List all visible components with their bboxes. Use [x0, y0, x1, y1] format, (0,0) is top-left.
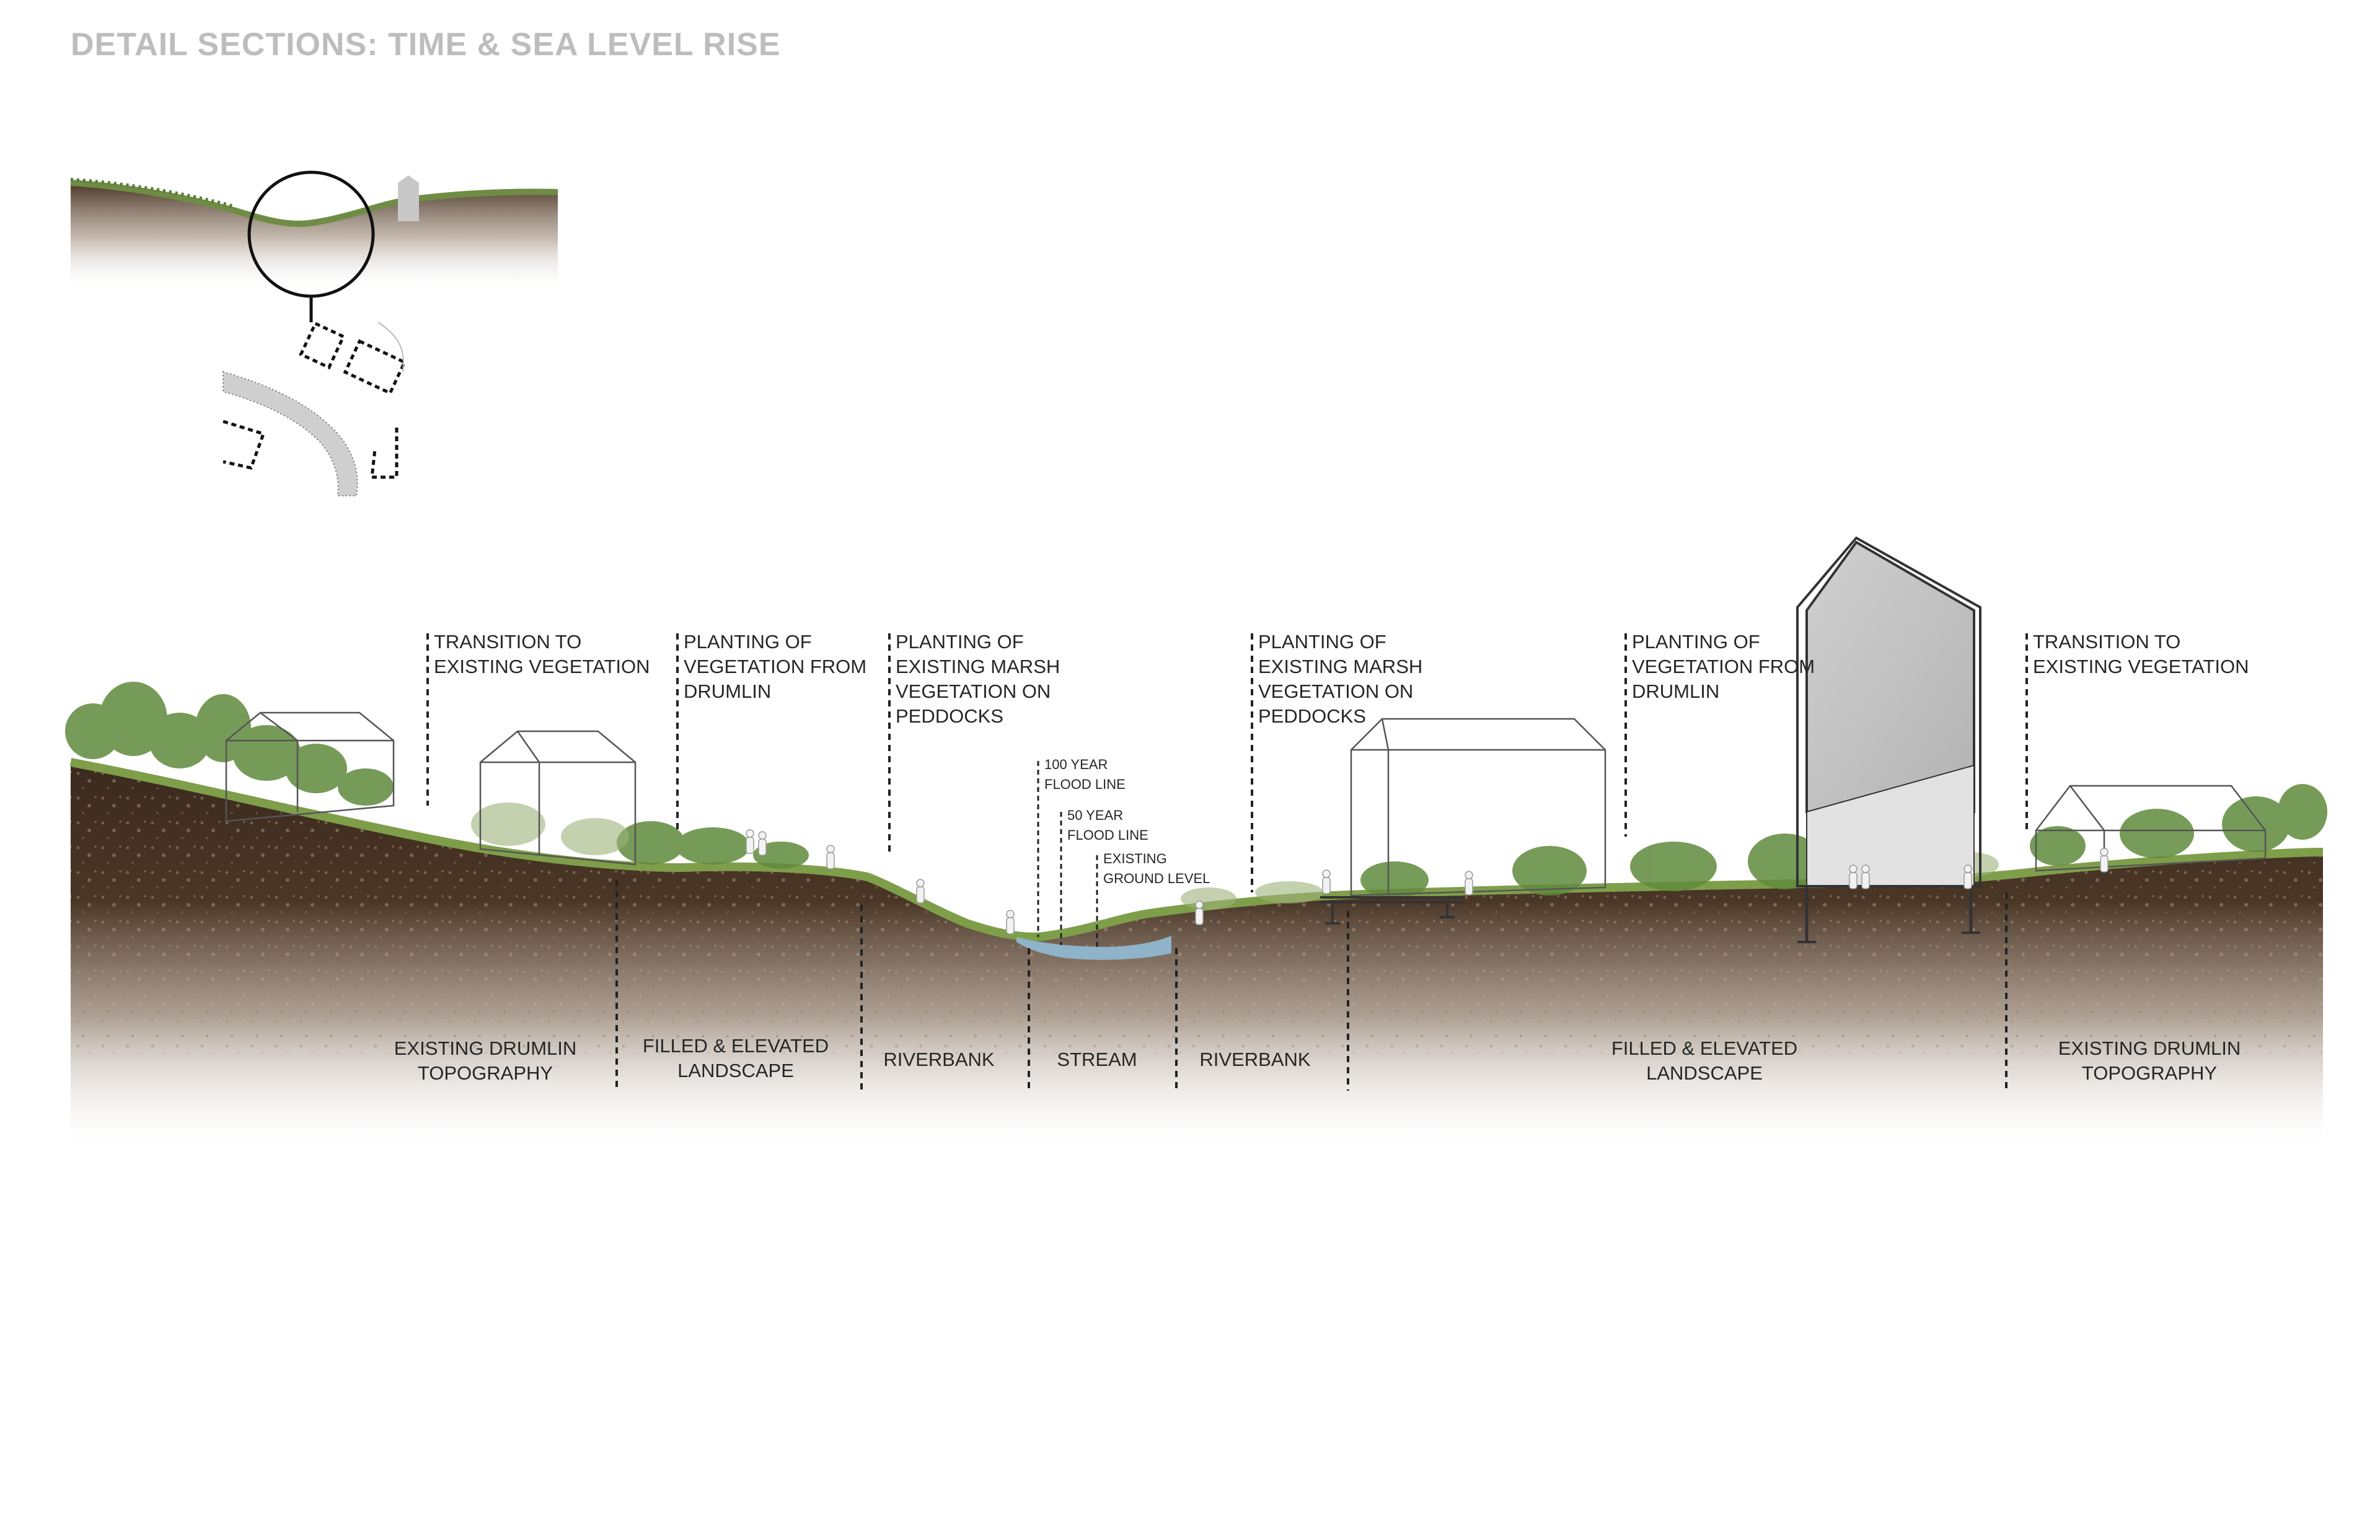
label-100-year-flood: 100 YEAR FLOOD LINE	[1044, 757, 1126, 792]
zone-stream: STREAM	[1057, 1049, 1137, 1070]
flood-leaders	[1037, 761, 1098, 947]
soil-mass	[71, 765, 2323, 1153]
people	[746, 829, 2109, 935]
label-existing-ground: EXISTING GROUND LEVEL	[1103, 851, 1210, 886]
stream-water	[1016, 936, 1171, 960]
zone-existing-drumlin-right: EXISTING DRUMLIN TOPOGRAPHY	[2058, 1037, 2241, 1084]
label-planting-drumlin-left: PLANTING OF VEGETATION FROM DRUMLIN	[684, 631, 867, 702]
key-section	[70, 175, 558, 291]
boardwalk	[1320, 896, 1463, 925]
zone-existing-drumlin-left: EXISTING DRUMLIN TOPOGRAPHY	[394, 1037, 577, 1084]
top-leaders	[426, 633, 2028, 892]
zone-dividers	[615, 880, 2008, 1091]
page-title: DETAIL SECTIONS: TIME & SEA LEVEL RISE	[71, 27, 781, 63]
zone-filled-landscape-right: FILLED & ELEVATED LANDSCAPE	[1611, 1037, 1798, 1084]
vegetation	[65, 682, 2327, 910]
zone-riverbank-right: RIVERBANK	[1199, 1049, 1311, 1070]
label-50-year-flood: 50 YEAR FLOOD LINE	[1067, 807, 1148, 843]
label-planting-drumlin-right: PLANTING OF VEGETATION FROM DRUMLIN	[1632, 631, 1815, 702]
zone-riverbank-left: RIVERBANK	[883, 1049, 995, 1070]
label-transition-right: TRANSITION TO EXISTING VEGETATION	[2033, 631, 2249, 677]
label-planting-marsh-right: PLANTING OF EXISTING MARSH VEGETATION ON…	[1258, 631, 1423, 727]
zone-filled-landscape-left: FILLED & ELEVATED LANDSCAPE	[642, 1035, 829, 1081]
houses	[225, 711, 2267, 897]
label-transition-left: TRANSITION TO EXISTING VEGETATION	[434, 631, 650, 677]
label-planting-marsh-left: PLANTING OF EXISTING MARSH VEGETATION ON…	[896, 631, 1060, 727]
tower-building	[1796, 536, 1981, 943]
key-plan	[223, 321, 407, 496]
key-tower-icon	[398, 183, 419, 221]
